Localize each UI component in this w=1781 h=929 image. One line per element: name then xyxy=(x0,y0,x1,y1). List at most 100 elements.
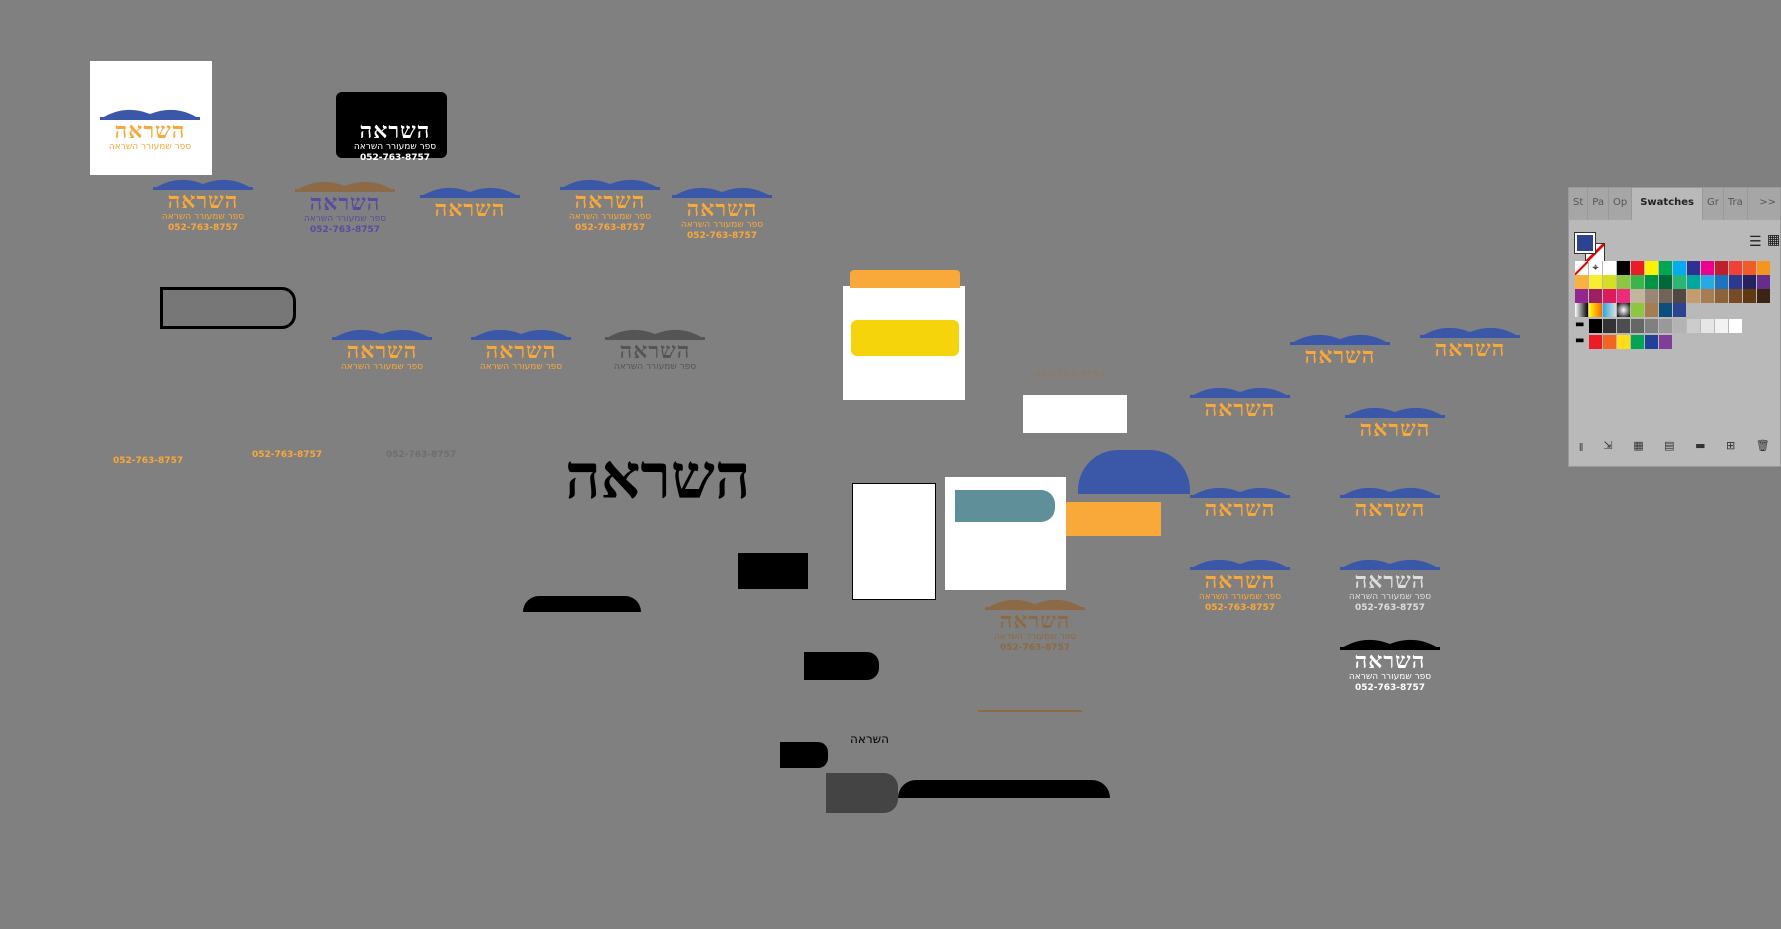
color-group-swatch[interactable] xyxy=(1631,335,1645,349)
swatch[interactable] xyxy=(1603,275,1617,289)
black-book-small[interactable] xyxy=(804,652,879,680)
swatch[interactable] xyxy=(1589,303,1603,317)
tab-swatches[interactable]: Swatches xyxy=(1632,188,1703,220)
swatch[interactable] xyxy=(1575,303,1589,317)
loose-phone-2[interactable]: 052-763-8757 xyxy=(252,450,323,460)
tab-stroke[interactable]: St xyxy=(1569,188,1589,220)
swatch[interactable] xyxy=(1589,289,1603,303)
blue-open-book[interactable] xyxy=(1078,450,1190,494)
swatch[interactable] xyxy=(1631,303,1645,317)
swatch[interactable] xyxy=(1729,289,1743,303)
swatch[interactable] xyxy=(1575,289,1589,303)
panel-menu-button[interactable]: >> xyxy=(1759,197,1776,208)
logo-variant[interactable]: השראה xyxy=(1340,478,1440,520)
orange-book-base[interactable] xyxy=(1065,502,1161,536)
large-logo-word[interactable]: השראה xyxy=(565,440,751,513)
swatch[interactable] xyxy=(1631,275,1645,289)
color-group-swatch[interactable] xyxy=(1603,335,1617,349)
tab-gradient[interactable]: Gr xyxy=(1703,188,1724,220)
new-color-group-icon[interactable]: ▬ xyxy=(1695,439,1706,452)
swatch[interactable] xyxy=(1617,275,1631,289)
swatch[interactable] xyxy=(1603,289,1617,303)
swatch[interactable] xyxy=(1687,275,1701,289)
logo-variant[interactable]: השראה xyxy=(1190,478,1290,520)
gray-color-group-swatch[interactable] xyxy=(1645,319,1659,333)
swatch[interactable] xyxy=(1729,275,1743,289)
swatch[interactable] xyxy=(1617,261,1631,275)
swatch[interactable] xyxy=(1631,289,1645,303)
swatch[interactable] xyxy=(1659,303,1673,317)
swatch[interactable] xyxy=(1757,275,1771,289)
gray-color-group-swatch[interactable] xyxy=(1589,319,1603,333)
swatch[interactable] xyxy=(1575,261,1589,275)
new-swatch-icon[interactable]: ⊞ xyxy=(1726,439,1736,452)
swatch-options-icon[interactable]: ▤ xyxy=(1664,439,1675,452)
swatch[interactable] xyxy=(1715,275,1729,289)
gray-color-group-swatch[interactable] xyxy=(1701,319,1715,333)
gray-color-group-swatch[interactable] xyxy=(1729,319,1743,333)
folder-icon[interactable]: ▬ xyxy=(1575,319,1589,333)
swatch[interactable] xyxy=(1659,275,1673,289)
grey-book-shape[interactable] xyxy=(160,287,296,329)
swatch[interactable] xyxy=(1701,261,1715,275)
brown-line[interactable] xyxy=(978,710,1082,712)
swatch-libraries-icon[interactable]: 𝍪 xyxy=(1579,441,1583,454)
logo-variant[interactable]: השראה xyxy=(1290,325,1390,367)
gray-color-group-swatch[interactable] xyxy=(1659,319,1673,333)
tab-transparency[interactable]: Tra xyxy=(1724,188,1748,220)
black-wave-long[interactable] xyxy=(898,780,1110,798)
black-book-stack[interactable] xyxy=(738,553,808,589)
color-group-swatch[interactable] xyxy=(1589,335,1603,349)
gray-color-group-swatch[interactable] xyxy=(1617,319,1631,333)
swatch[interactable] xyxy=(1715,289,1729,303)
logo-variant[interactable]: השראה xyxy=(1345,398,1445,440)
swatch[interactable] xyxy=(1701,289,1715,303)
loose-phone-3[interactable]: 052-763-8757 xyxy=(386,450,457,460)
small-logo-word[interactable]: השראה xyxy=(850,732,889,746)
gray-color-group-swatch[interactable] xyxy=(1687,319,1701,333)
swatch[interactable] xyxy=(1757,261,1771,275)
swatch[interactable] xyxy=(1743,289,1757,303)
swatch[interactable] xyxy=(1673,261,1687,275)
swatch[interactable] xyxy=(1589,275,1603,289)
swatch[interactable] xyxy=(1673,289,1687,303)
swatch[interactable] xyxy=(1645,275,1659,289)
black-book-tiny[interactable] xyxy=(780,742,828,768)
swatch[interactable] xyxy=(1743,275,1757,289)
list-view-icon[interactable]: ☰ xyxy=(1749,234,1762,250)
tab-paragraph[interactable]: Pa xyxy=(1588,188,1609,220)
swatch[interactable] xyxy=(1631,261,1645,275)
grid-view-icon[interactable]: ▦ xyxy=(1767,232,1781,248)
swatch[interactable] xyxy=(1659,261,1673,275)
swatch[interactable] xyxy=(1701,275,1715,289)
swatch[interactable] xyxy=(1757,289,1771,303)
black-wave-shape[interactable] xyxy=(523,596,641,612)
swatch[interactable] xyxy=(1575,275,1589,289)
orange-tab-shape[interactable] xyxy=(850,270,960,288)
gray-color-group-swatch[interactable] xyxy=(1673,319,1687,333)
color-group-swatch[interactable] xyxy=(1659,335,1673,349)
swatch[interactable] xyxy=(1673,275,1687,289)
yellow-banner[interactable] xyxy=(851,320,959,356)
teal-book-shape[interactable] xyxy=(955,490,1055,522)
logo-variant[interactable]: השראה xyxy=(1420,318,1520,360)
swatch[interactable] xyxy=(1673,303,1687,317)
loose-phone-4[interactable]: 052-763-8757 xyxy=(1035,370,1106,380)
swatch[interactable] xyxy=(1729,261,1743,275)
swatch[interactable] xyxy=(1659,289,1673,303)
swatch[interactable]: ⌖ xyxy=(1589,261,1603,275)
swatch[interactable] xyxy=(1603,261,1617,275)
fill-swatch[interactable] xyxy=(1574,232,1596,254)
color-group-swatch[interactable] xyxy=(1617,335,1631,349)
swatch[interactable] xyxy=(1687,261,1701,275)
swatch[interactable] xyxy=(1645,303,1659,317)
show-swatch-kinds-icon[interactable]: ▦ xyxy=(1633,439,1644,452)
